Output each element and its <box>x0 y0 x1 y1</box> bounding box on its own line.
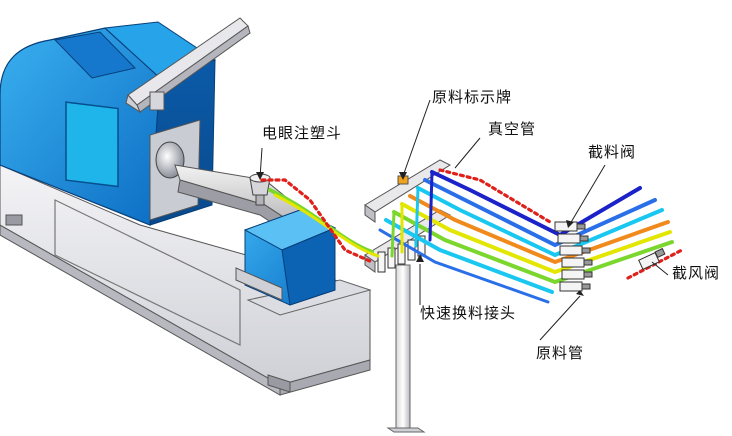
callout-arrowheads <box>256 172 584 296</box>
manifold-rail <box>364 159 452 273</box>
label-material-pipe: 原料管 <box>536 344 585 362</box>
distribution-station <box>364 159 452 433</box>
pipe-yellow <box>400 202 672 275</box>
machine-window <box>65 101 119 188</box>
pipe-cyan-2 <box>384 218 554 294</box>
pipe-cyan <box>416 186 664 258</box>
label-material-sign: 原料标示牌 <box>432 88 513 106</box>
pipe-blue-2 <box>378 228 550 304</box>
pipe-navy <box>430 170 642 238</box>
label-quick-connector: 快速换料接头 <box>420 304 517 322</box>
pipe-orange <box>408 194 670 265</box>
robot-arm <box>125 17 251 114</box>
label-feed-valve: 截料阀 <box>588 143 637 161</box>
label-hopper: 电眼注塑斗 <box>262 124 343 142</box>
support-post <box>386 264 426 433</box>
feed-valves <box>554 221 593 292</box>
motor-box <box>235 209 337 306</box>
pipe-blue <box>423 178 657 248</box>
air-valve <box>638 247 666 270</box>
pipe-green <box>392 210 674 285</box>
label-vacuum-pipe: 真空管 <box>488 120 537 138</box>
injection-molding-machine <box>0 17 372 396</box>
label-air-valve: 截风阀 <box>672 264 721 282</box>
